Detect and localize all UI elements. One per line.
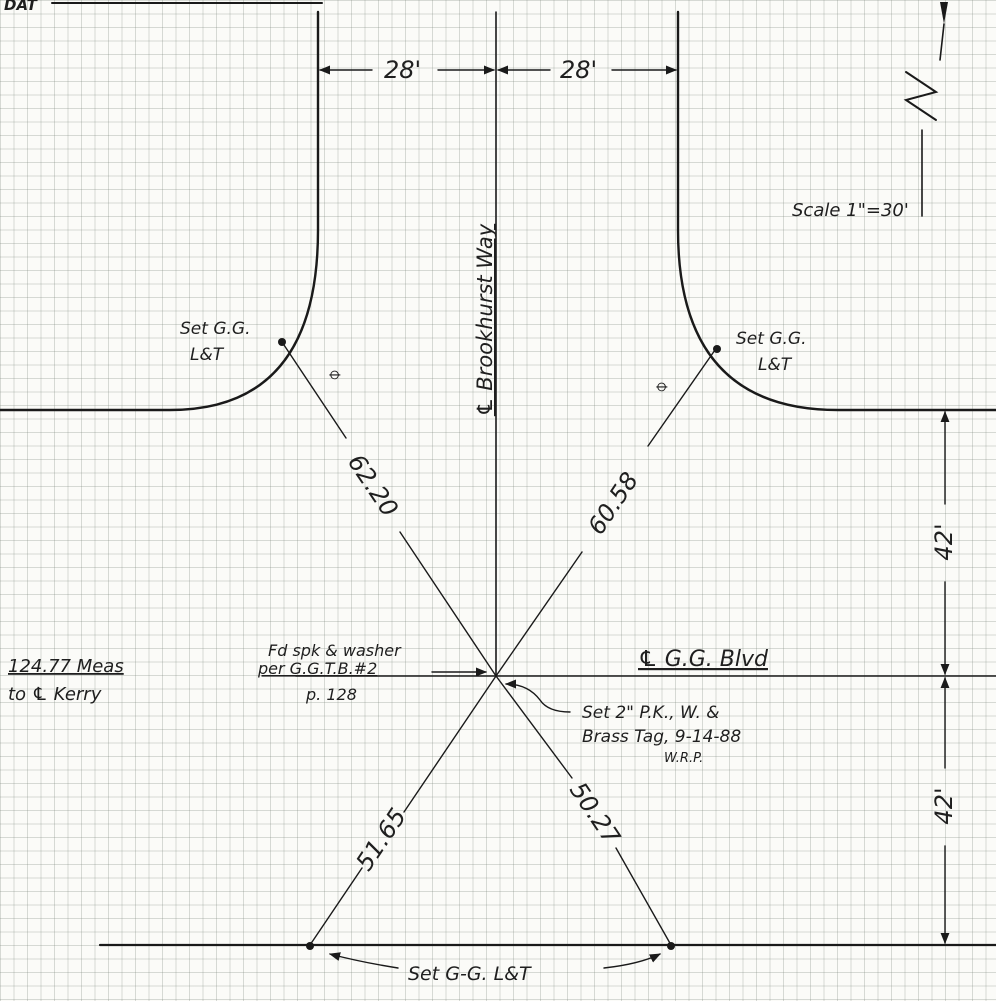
monument-se-point xyxy=(667,942,675,950)
dim-right-half-width: 28' xyxy=(560,56,597,84)
set-note-line2: Brass Tag, 9-14-88 xyxy=(582,727,741,747)
tie-line-ne-a xyxy=(647,349,716,447)
tie-distance-nw: 62.20 xyxy=(342,449,404,522)
monument-sw-point xyxy=(306,942,314,950)
tie-line-se-a xyxy=(495,675,573,779)
tie-line-nw-b xyxy=(399,531,497,677)
found-note-line1: Fd spk & washer xyxy=(268,641,402,660)
set-note-line1: Set 2" P.K., W. & xyxy=(582,703,720,723)
monument-bottom-label: Set G-G. L&T xyxy=(408,963,532,985)
meas-note-line2: to ℄ Kerry xyxy=(8,684,102,705)
header-fragment: DAT xyxy=(4,0,39,14)
north-arrow-shaft-upper xyxy=(939,23,945,61)
tie-distance-sw: 51.65 xyxy=(350,803,412,876)
tie-distance-ne: 60.58 xyxy=(582,467,644,540)
monument-ne-label-line2: L&T xyxy=(758,355,793,375)
dim-upper-offset: 42' xyxy=(930,523,958,560)
north-arrow-head xyxy=(940,2,948,24)
tie-line-se-b xyxy=(615,847,672,946)
benchmark-icon-right: ⦵ xyxy=(654,372,671,396)
meas-note-line1: 124.77 Meas xyxy=(8,656,124,677)
set-note-arrow xyxy=(504,679,571,713)
monument-nw-point xyxy=(278,338,286,346)
tie-distance-se: 50.27 xyxy=(564,777,626,850)
benchmark-icon-left: ⦵ xyxy=(327,360,344,384)
dim-lower-offset: 42' xyxy=(930,787,958,824)
north-letter xyxy=(903,71,939,121)
street-label-vertical: ℄ Brookhurst Way xyxy=(473,223,497,416)
monument-nw-label-line2: L&T xyxy=(190,345,225,365)
monument-ne-label-line1: Set G.G. xyxy=(736,329,806,349)
set-note-line3: W.R.P. xyxy=(664,751,703,766)
street-label-horizontal: ℄ G.G. Blvd xyxy=(638,647,769,672)
north-arrow xyxy=(903,2,948,217)
tie-line-sw-a xyxy=(403,675,497,813)
curb-ne xyxy=(676,10,996,412)
dim-left-half-width: 28' xyxy=(384,56,421,84)
found-note-line2: per G.G.T.B.#2 xyxy=(257,659,377,678)
found-note-line3: p. 128 xyxy=(305,685,357,704)
tie-line-ne-b xyxy=(495,551,583,677)
tie-line-nw-a xyxy=(281,341,347,439)
monument-nw-label-line1: Set G.G. xyxy=(180,319,250,339)
curb-nw xyxy=(0,10,320,412)
bottom-label-arrow-left xyxy=(328,952,399,969)
monument-ne-point xyxy=(713,345,721,353)
bottom-label-arrow-right xyxy=(603,953,662,969)
tie-line-sw-b xyxy=(309,867,363,946)
scale-label: Scale 1"=30' xyxy=(792,200,909,221)
